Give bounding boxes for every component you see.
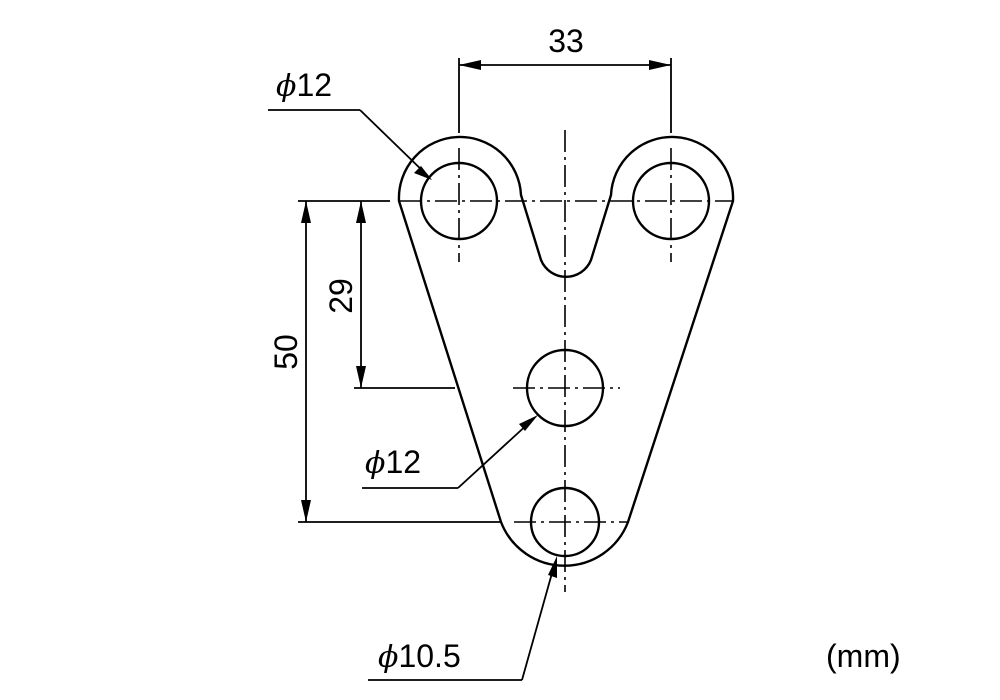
- dimension-height-middle: 29: [323, 201, 366, 388]
- dimension-height-bottom: 50: [268, 201, 311, 522]
- dimension-label-height-middle: 29: [323, 278, 359, 314]
- leader-top-hole: ϕ12: [268, 67, 432, 180]
- leader-middle-hole: ϕ12: [362, 415, 538, 489]
- unit-note: (mm): [826, 638, 901, 674]
- diameter-label-bottom-hole: ϕ10.5: [378, 638, 461, 675]
- diameter-label-middle-hole: ϕ12: [365, 444, 421, 481]
- leader-bottom-hole: ϕ10.5: [368, 556, 557, 681]
- part-outline: [397, 135, 735, 567]
- dimension-label-height-bottom: 50: [268, 334, 304, 370]
- dimension-label-hole-spacing: 33: [548, 23, 584, 59]
- diameter-label-top-hole: ϕ12: [276, 67, 332, 104]
- dimension-hole-spacing: 33: [458, 23, 672, 133]
- center-lines: [400, 130, 734, 592]
